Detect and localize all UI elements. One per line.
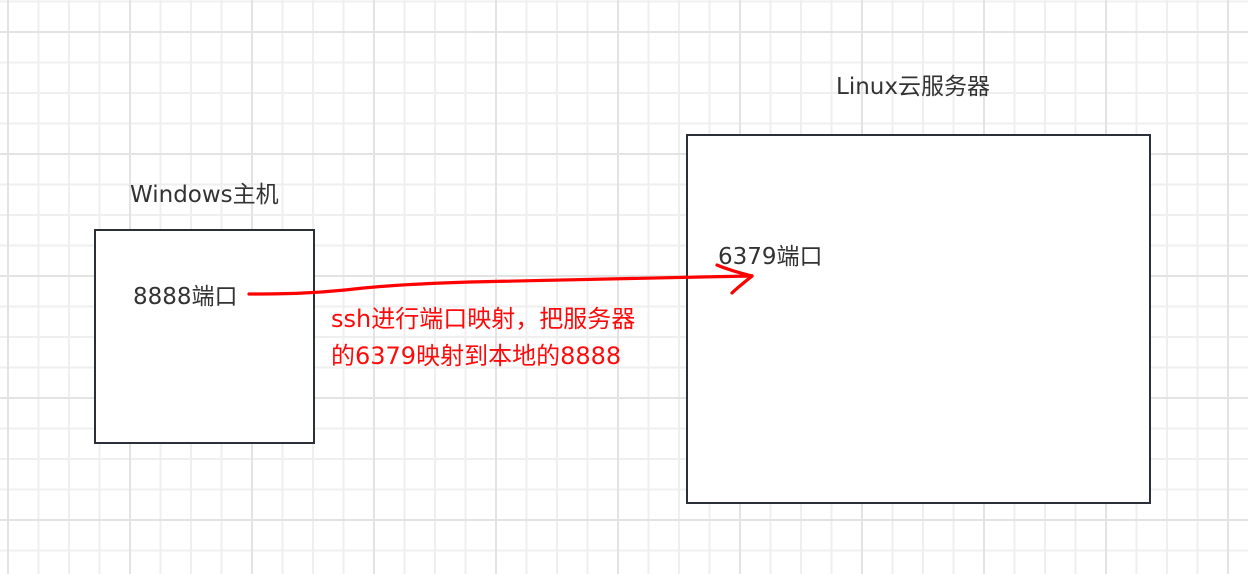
windows-host-box[interactable] xyxy=(94,229,315,444)
arrow-shaft xyxy=(247,274,754,296)
windows-host-title: Windows主机 xyxy=(130,182,279,208)
linux-port-label: 6379端口 xyxy=(718,244,823,270)
linux-server-box[interactable] xyxy=(686,134,1151,504)
annotation-line-1: ssh进行端口映射，把服务器 xyxy=(331,305,636,333)
linux-server-title: Linux云服务器 xyxy=(836,74,990,100)
annotation-line-2: 的6379映射到本地的8888 xyxy=(331,342,622,370)
windows-port-label: 8888端口 xyxy=(133,284,238,310)
